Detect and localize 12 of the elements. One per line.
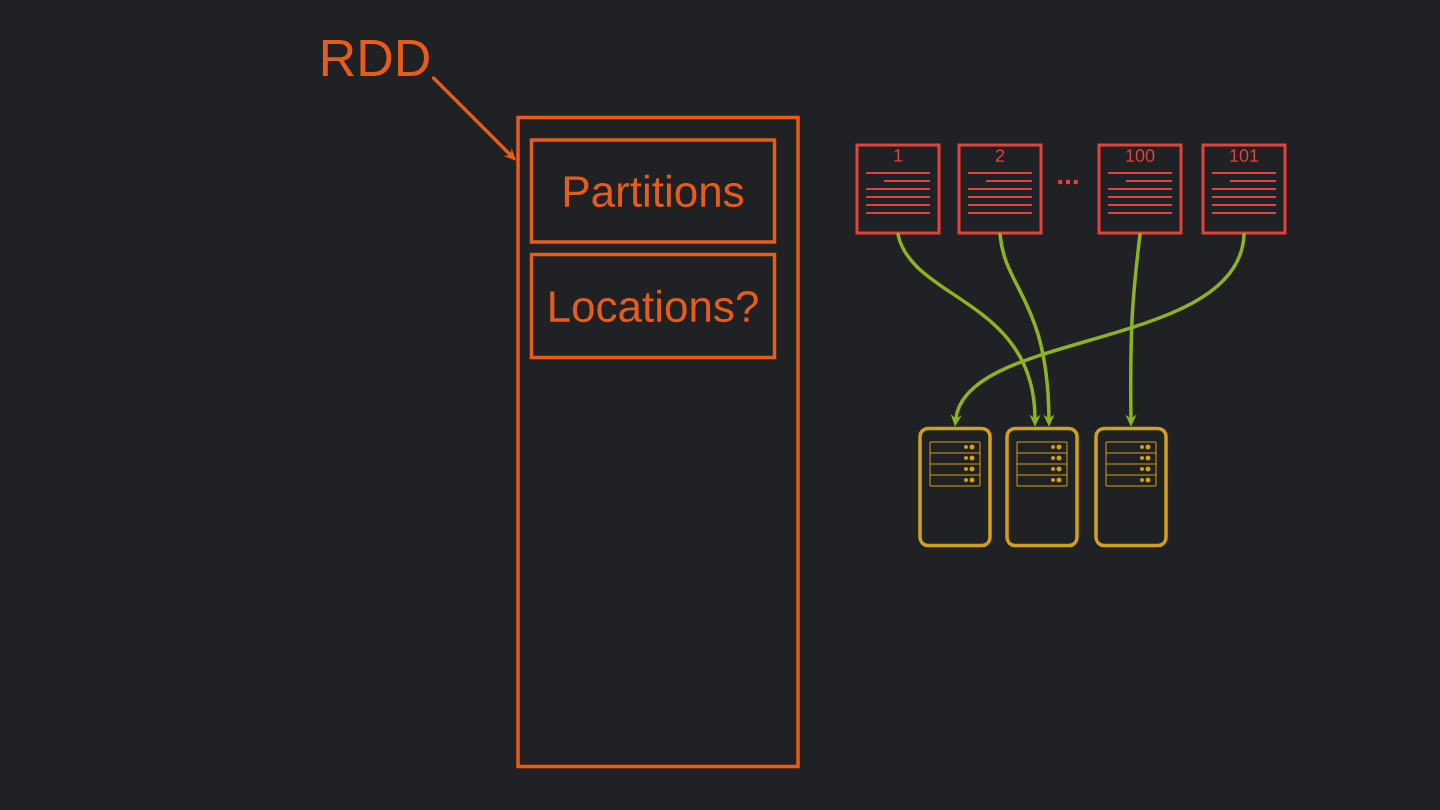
title-text: RDD xyxy=(322,40,429,76)
document-card: 100 xyxy=(1097,143,1183,235)
document-card: 101 xyxy=(1201,143,1287,235)
label-box: Locations? xyxy=(529,252,777,360)
document-card: 1 xyxy=(855,143,941,235)
label-box: Partitions xyxy=(529,138,777,244)
server-icon xyxy=(1094,426,1168,548)
server-icon xyxy=(918,426,992,548)
ellipsis-text: ... xyxy=(1058,179,1078,185)
server-icon xyxy=(1005,426,1079,548)
rdd-box xyxy=(516,115,800,769)
document-card: 2 xyxy=(957,143,1043,235)
